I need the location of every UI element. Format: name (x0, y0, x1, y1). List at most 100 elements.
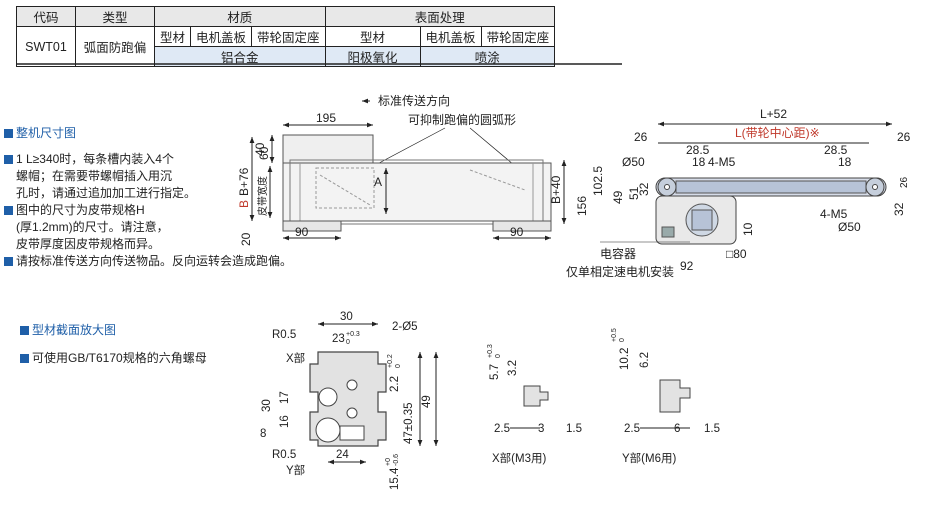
dim-30: 30 (340, 311, 353, 323)
table-cell-material: 铝合金 (154, 46, 326, 67)
dim-3: 3 (538, 423, 544, 435)
dim-40: 40 (253, 142, 267, 156)
capacitor-label: 电容器 (600, 246, 636, 261)
dim-102-5: 102.5 (591, 166, 605, 196)
x-part-caption: X部(M3用) (492, 451, 546, 465)
note-3: 请按标准传送方向传送物品。反向运转会造成跑偏。 (4, 253, 292, 270)
dim-1-5: 1.5 (704, 423, 720, 435)
dim-28-5: 28.5 (824, 143, 848, 157)
table-sub-header: 带轮固定座 (480, 26, 556, 47)
dim-90: 90 (295, 225, 309, 239)
dim-26: 26 (634, 130, 648, 144)
tolerance: 0 (495, 354, 502, 358)
table-cell-type: 弧面防跑偏 (75, 26, 155, 67)
table-cell-surface: 喷涂 (419, 46, 556, 67)
tolerance: +0.5 (611, 328, 618, 342)
dim-18: 18 (838, 155, 852, 169)
dim-belt-width: 皮带宽度 (256, 176, 269, 216)
section-title-profile: 型材截面放大图 (20, 322, 116, 339)
dim-square-80: □80 (726, 247, 747, 261)
tolerance: -0.6 (393, 454, 400, 466)
square-bullet-icon (4, 206, 13, 215)
dim-2-phi5: 2-Ø5 (392, 321, 418, 333)
dim-3-2: 3.2 (507, 360, 519, 376)
dim-6-2: 6.2 (639, 352, 651, 368)
table-sub-header: 电机盖板 (419, 26, 482, 47)
square-bullet-icon (4, 257, 13, 266)
dim-15-4: 15.4 (389, 467, 401, 490)
table-cell-surface: 阳极氧化 (324, 46, 421, 67)
dim-2-5: 2.5 (624, 423, 640, 435)
dim-r0-5: R0.5 (272, 449, 296, 461)
dim-23: 23 (332, 333, 345, 345)
dim-24: 24 (336, 449, 349, 461)
note-1-line2: 螺帽；在需要带螺帽插入用沉 (16, 169, 173, 183)
note-2-line2: (厚1.2mm)的尺寸。请注意， (16, 220, 169, 234)
profile-note: 可使用GB/T6170规格的六角螺母 (20, 350, 207, 367)
dim-l-center: L(带轮中心距)※ (735, 125, 820, 140)
dim-28-5: 28.5 (686, 143, 710, 157)
y-part-caption: Y部(M6用) (622, 451, 676, 465)
dim-6: 6 (674, 423, 680, 435)
profile-section: 30 2-Ø5 R0.5 23 +0.3 0 X部 2.2 +0.2 0 30 … (260, 311, 439, 490)
square-bullet-icon (20, 354, 29, 363)
dim-10: 10 (741, 222, 755, 236)
dim-4-m5: 4-M5 (820, 207, 848, 221)
dim-20: 20 (239, 232, 253, 246)
note-2: 图中的尺寸为皮带规格H (4, 202, 145, 219)
table-sub-header: 电机盖板 (190, 26, 253, 47)
dim-8: 8 (260, 428, 266, 440)
tolerance: 0 (395, 364, 402, 368)
dim-a: A (374, 175, 382, 189)
table-sub-header: 型材 (153, 26, 192, 47)
dim-5-7: 5.7 (489, 364, 501, 380)
table-header-material: 材质 (154, 6, 326, 27)
arc-label: 可抑制跑偏的圆弧形 (408, 112, 516, 127)
front-view: 标准传送方向 可抑制跑偏的圆弧形 195 60 B+76 B 40 皮带宽度 A… (237, 93, 567, 246)
side-view: L+52 L(带轮中心距)※ 26 26 28.5 28.5 18 4-M5 1… (566, 107, 911, 279)
dim-phi50: Ø50 (838, 220, 861, 234)
dim-18: 18 (692, 155, 706, 169)
tolerance: +0.3 (487, 344, 494, 358)
dim-b: B (237, 200, 251, 208)
dim-16: 16 (279, 415, 291, 428)
dim-1-5: 1.5 (566, 423, 582, 435)
spec-table: 代码 类型 材质 表面处理 SWT01 弧面防跑偏 型材 电机盖板 带轮固定座 … (16, 6, 556, 67)
table-header-type: 类型 (75, 6, 155, 27)
square-bullet-icon (20, 326, 29, 335)
dim-60: 60 (257, 146, 271, 160)
tolerance: +0.2 (387, 354, 394, 368)
dim-2-5: 2.5 (494, 423, 510, 435)
note-1-line3: 孔时，请通过追加加工进行指定。 (16, 186, 197, 200)
table-header-code: 代码 (16, 6, 76, 27)
note-2-line3: 皮带厚度因皮带规格而异。 (16, 237, 161, 251)
dim-b40: B+40 (549, 175, 563, 204)
table-cell-code: SWT01 (16, 26, 76, 67)
dim-49: 49 (611, 190, 625, 204)
y-part-label: Y部 (286, 463, 305, 477)
dim-26: 26 (897, 130, 911, 144)
dim-phi50: Ø50 (622, 155, 645, 169)
dim-195: 195 (316, 111, 336, 125)
note-1: 1 L≥340时，每条槽内装入4个 (4, 151, 174, 168)
dim-47: 47±0.35 (403, 403, 415, 445)
tolerance: 0 (619, 338, 626, 342)
dim-32: 32 (892, 202, 906, 216)
dim-49: 49 (421, 395, 433, 408)
dim-30: 30 (261, 399, 273, 412)
tolerance: 0 (346, 339, 350, 346)
x-part-label: X部 (286, 351, 305, 365)
dim-51: 51 (627, 186, 641, 200)
dim-32: 32 (637, 182, 651, 196)
dim-156: 156 (575, 196, 589, 216)
dim-10-2: 10.2 (619, 348, 631, 370)
dim-92: 92 (680, 259, 694, 273)
dim-90: 90 (510, 225, 524, 239)
square-bullet-icon (4, 155, 13, 164)
detail-y: 10.2 +0.5 0 6.2 2.5 6 1.5 Y部(M6用) (611, 328, 720, 465)
tolerance: +0 (385, 458, 392, 466)
dim-b76: B+76 (237, 167, 251, 196)
detail-x: 5.7 +0.3 0 3.2 2.5 3 1.5 X部(M3用) (487, 344, 582, 465)
direction-label: 标准传送方向 (378, 93, 450, 108)
